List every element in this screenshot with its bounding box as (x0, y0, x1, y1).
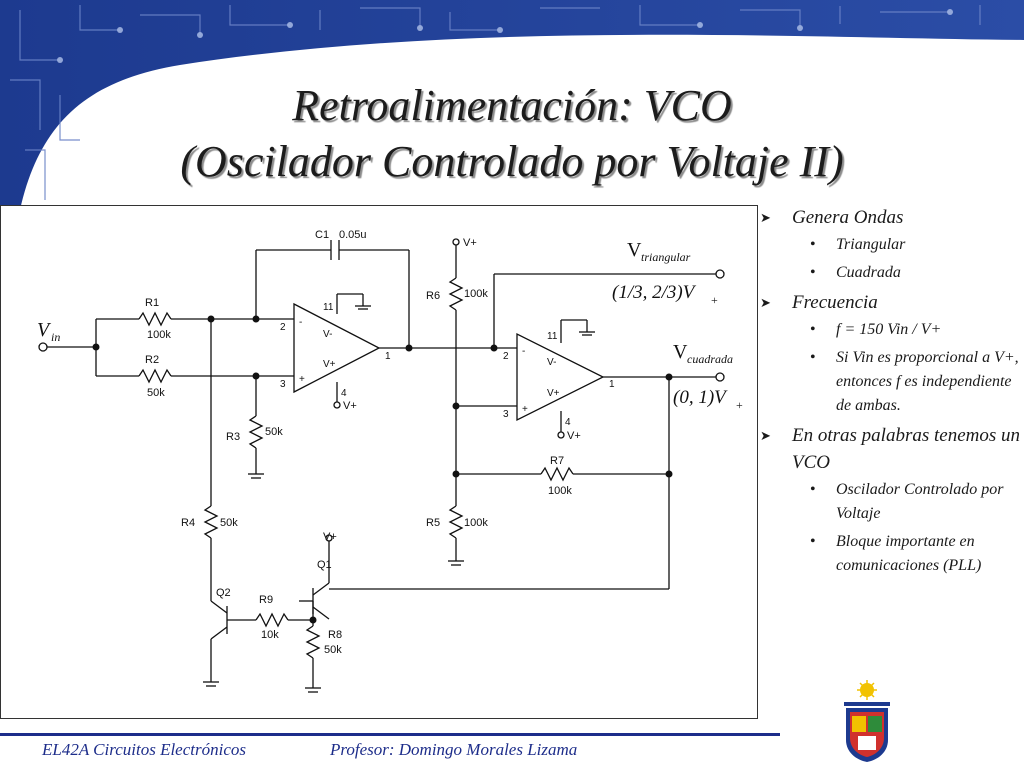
vcuadrada-subscript: cuadrada (687, 352, 733, 366)
q1-label: Q1 (317, 559, 332, 571)
op1-vplus: V+ (323, 359, 336, 370)
op1-neg-sign: - (299, 317, 302, 328)
c1-label: C1 (315, 229, 329, 241)
op2-vminus: V- (547, 357, 556, 368)
vtriangular-level: (1/3, 2/3)V (612, 282, 697, 303)
vin-label: V (37, 319, 52, 341)
op1-pos-sign: + (299, 374, 305, 385)
sub-bullet-cuadrada: •Cuadrada (810, 264, 901, 281)
vtriangular-subscript: triangular (641, 250, 691, 264)
r6-vplus-label: V+ (463, 237, 477, 249)
op1-vminus: V- (323, 329, 332, 340)
op2-vplus-supply: V+ (567, 430, 581, 442)
r1-label: R1 (145, 297, 159, 309)
r9-value: 10k (261, 629, 279, 641)
op2-pin3: 3 (503, 409, 509, 420)
university-crest-logo (844, 680, 890, 762)
r7-value: 100k (548, 485, 572, 497)
sub-bullet-formula: •f = 150 Vin / V+ (810, 321, 942, 338)
op2-vplus: V+ (547, 388, 560, 399)
r8-value: 50k (324, 644, 342, 656)
sub-bullet-triangular: •Triangular (810, 236, 906, 253)
bullet-arrow-icon: ➤ (760, 428, 771, 443)
bullet-vco: ➤ En otras palabras tenemos un VCO (760, 422, 1020, 476)
op2-pin2: 2 (503, 351, 509, 362)
op2-neg-sign: - (522, 346, 525, 357)
title-line-1: Retroalimentación: VCO (292, 81, 732, 130)
bullet-list: ➤ Genera Ondas •Triangular •Cuadrada ➤ F… (760, 204, 1020, 582)
bullet-frecuencia: ➤ Frecuencia (760, 289, 1020, 316)
vcuadrada-level-subscript: + (736, 398, 743, 412)
c1-value: 0.05u (339, 229, 367, 241)
footer-divider (0, 733, 780, 736)
footer-professor: Profesor: Domingo Morales Lizama (330, 740, 578, 759)
sub-bullet-oscilador: •Oscilador Controlado por Voltaje (810, 481, 1004, 522)
op2-pin11: 11 (547, 331, 558, 342)
r2-label: R2 (145, 354, 159, 366)
vtriangular-label: V (627, 239, 642, 261)
op1-pin11: 11 (323, 302, 334, 313)
op1-pin2: 2 (280, 322, 286, 333)
vin-subscript: in (51, 330, 60, 344)
r7-label: R7 (550, 455, 564, 467)
op1-pin1: 1 (385, 351, 391, 362)
vcuadrada-level: (0, 1)V (673, 387, 728, 408)
r1-value: 100k (147, 329, 171, 341)
r9-label: R9 (259, 594, 273, 606)
r3-label: R3 (226, 431, 240, 443)
r3-value: 50k (265, 426, 283, 438)
op2-pos-sign: + (522, 404, 528, 415)
vtriangular-level-subscript: + (711, 293, 718, 307)
r6-label: R6 (426, 290, 440, 302)
vco-circuit-diagram: C1 0.05u R1 100k R2 50k R3 50k R4 50k R6… (0, 205, 758, 719)
bullet-arrow-icon: ➤ (760, 295, 771, 310)
r4-value: 50k (220, 517, 238, 529)
q2-label: Q2 (216, 587, 231, 599)
r6-value: 100k (464, 288, 488, 300)
footer-course: EL42A Circuitos Electrónicos (42, 740, 246, 759)
r4-label: R4 (181, 517, 195, 529)
op1-vplus-supply: V+ (343, 400, 357, 412)
r8-label: R8 (328, 629, 342, 641)
sub-bullet-pll: •Bloque importante en comunicaciones (PL… (810, 533, 982, 574)
bullet-genera-ondas: ➤ Genera Ondas (760, 204, 1020, 231)
r2-value: 50k (147, 387, 165, 399)
vcuadrada-label: V (673, 341, 688, 363)
r5-value: 100k (464, 517, 488, 529)
op2-pin4: 4 (565, 417, 571, 428)
bullet-arrow-icon: ➤ (760, 210, 771, 225)
r5-label: R5 (426, 517, 440, 529)
op1-pin3: 3 (280, 379, 286, 390)
op1-pin4: 4 (341, 388, 347, 399)
slide-title: Retroalimentación: VCO (Oscilador Contro… (0, 78, 1024, 190)
header-banner (0, 0, 1024, 210)
sub-bullet-independencia: •Si Vin es proporcional a V+, entonces f… (810, 349, 1019, 414)
q1-vplus-label: V+ (323, 531, 337, 543)
title-line-2: (Oscilador Controlado por Voltaje II) (180, 137, 844, 186)
op2-pin1: 1 (609, 379, 615, 390)
